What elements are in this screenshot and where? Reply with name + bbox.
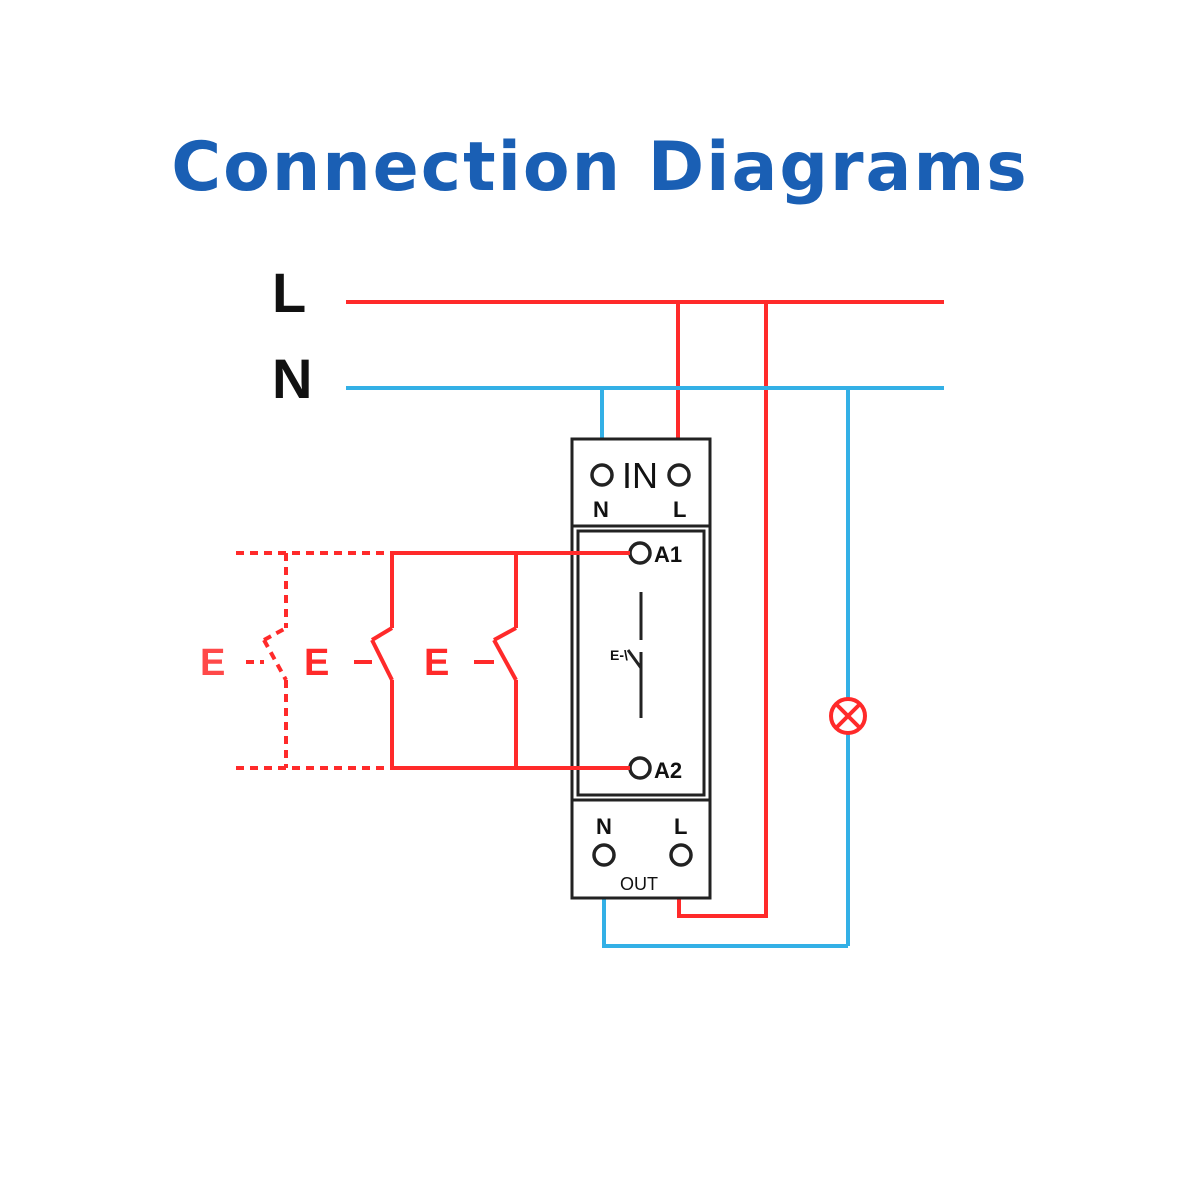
- lamp-cross-icon: [829, 697, 867, 735]
- input-l-label: L: [673, 497, 686, 522]
- input-l-terminal[interactable]: [667, 463, 691, 487]
- neutral-bus-label: N: [272, 347, 312, 410]
- input-label: IN: [622, 455, 658, 496]
- output-terminals: [592, 843, 693, 867]
- input-n-terminal[interactable]: [590, 463, 614, 487]
- coil-a2-terminal[interactable]: [628, 756, 652, 780]
- coil-a1-terminal[interactable]: [628, 541, 652, 565]
- input-n-label: N: [593, 497, 609, 522]
- output-l-terminal[interactable]: [669, 843, 693, 867]
- page-title: Connection Diagrams: [171, 128, 1029, 207]
- output-l-label: L: [674, 814, 687, 839]
- switch-wiring: [354, 551, 630, 770]
- live-bus-label: L: [272, 261, 306, 324]
- coil-section: [576, 529, 706, 797]
- internal-switch-symbol: [626, 592, 643, 718]
- output-n-label: N: [596, 814, 612, 839]
- input-terminals: [590, 463, 691, 487]
- switch-dashed-label: E: [200, 642, 225, 684]
- coil-terminals: [628, 541, 652, 780]
- optional-switch-dashed: [236, 551, 390, 770]
- coil-a2-label: A2: [654, 758, 682, 783]
- internal-switch-label: E-\: [610, 647, 628, 663]
- switch-2-label: E: [424, 642, 449, 684]
- output-n-terminal[interactable]: [592, 843, 616, 867]
- switch-1-label: E: [304, 642, 329, 684]
- output-label: OUT: [620, 874, 658, 894]
- coil-a1-label: A1: [654, 542, 682, 567]
